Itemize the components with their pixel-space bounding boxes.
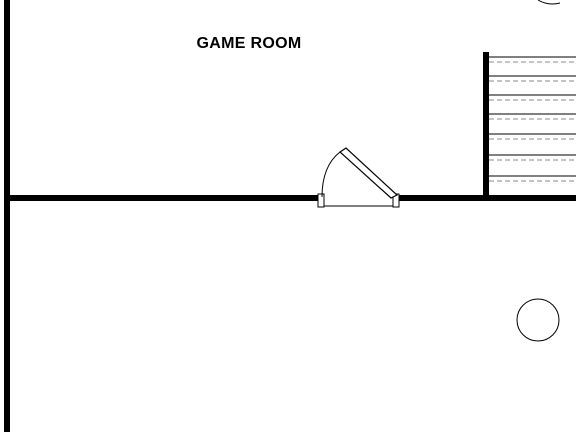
room-label-game-room: GAME ROOM [197,35,302,52]
circular-fixture [516,298,560,342]
door [317,147,400,208]
staircase-dashed-nosings [489,61,576,182]
divider-wall-left-segment [4,195,320,201]
door-jamb-left [317,193,325,208]
staircase [489,56,576,177]
door-leaf [339,147,399,199]
corner-fixture [537,0,561,5]
door-swing-arc [321,151,341,198]
left-wall [4,0,10,432]
stair-wall [483,52,489,200]
